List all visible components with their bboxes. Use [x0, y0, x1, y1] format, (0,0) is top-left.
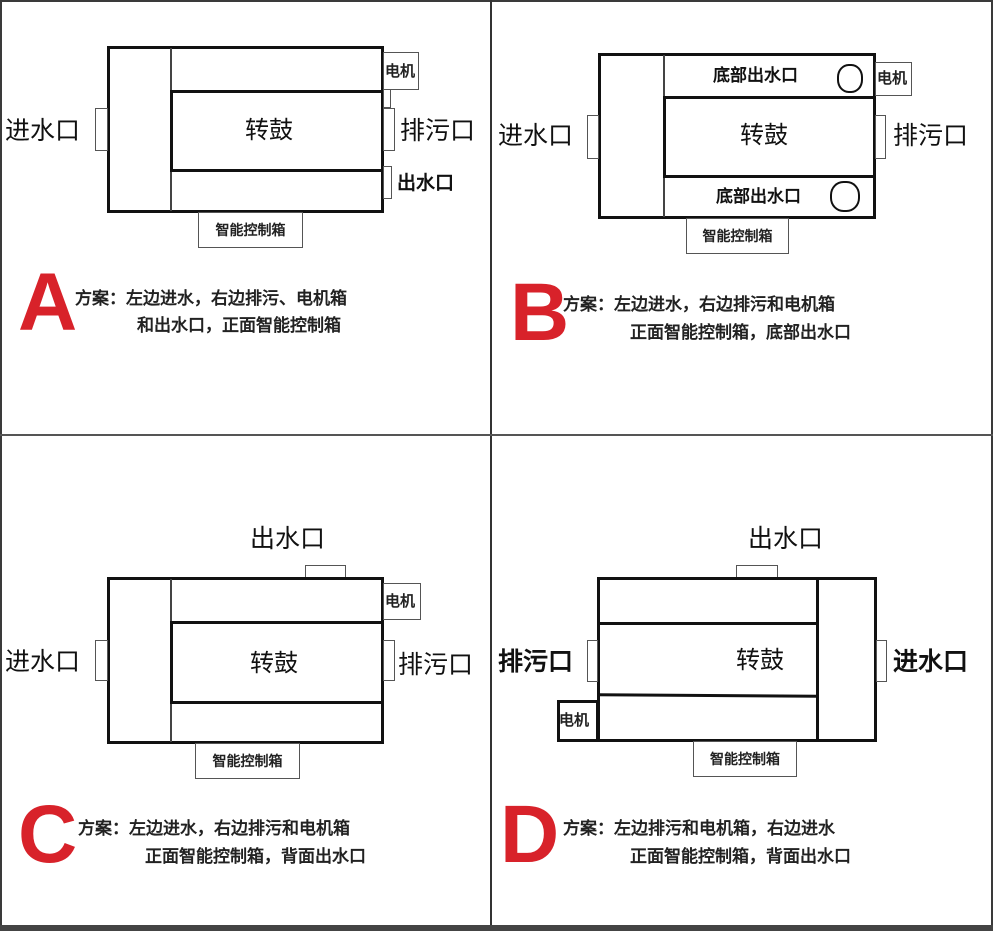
- prefix: 方案：: [75, 289, 126, 309]
- drain-label: 排污口: [400, 116, 476, 145]
- end-divider: [816, 577, 819, 742]
- horizontal-divider: [0, 434, 993, 436]
- drain-port: [875, 115, 886, 159]
- inlet-label: 进水口: [893, 647, 969, 676]
- drum-top-line: [597, 622, 818, 625]
- drain-label: 排污口: [498, 647, 574, 676]
- option-letter: B: [510, 267, 570, 358]
- bottom-outlet-label-top: 底部出水口: [713, 66, 798, 86]
- drain-port: [383, 108, 395, 151]
- outlet-label: 出水口: [397, 172, 455, 194]
- desc-text: 左边排污和电机箱，右边进水: [614, 819, 835, 839]
- drum-label: 转鼓: [245, 116, 293, 144]
- inlet-label: 进水口: [5, 116, 81, 145]
- inlet-label: 进水口: [5, 647, 81, 676]
- description-line-1: 方案：左边进水，右边排污和电机箱: [563, 297, 835, 314]
- inlet-port: [876, 640, 887, 682]
- motor-box: [383, 583, 421, 620]
- description-line-2: 和出水口，正面智能控制箱: [137, 316, 341, 336]
- drum-box: [663, 96, 876, 178]
- machine-body: [597, 577, 877, 742]
- vertical-divider: [490, 0, 492, 931]
- control-box: 智能控制箱: [693, 741, 797, 777]
- desc-text: 左边进水，右边排污和电机箱: [129, 819, 350, 839]
- prefix: 方案：: [563, 819, 614, 839]
- drum-box: [170, 621, 384, 704]
- motor-box: [383, 52, 419, 90]
- drum-label: 转鼓: [736, 646, 784, 674]
- drum-box: [170, 90, 384, 172]
- motor-label: 电机: [385, 62, 416, 80]
- outlet-port: [383, 166, 392, 199]
- option-letter: D: [500, 789, 560, 880]
- desc-text: 左边进水，右边排污、电机箱: [126, 289, 347, 309]
- description-line-2: 正面智能控制箱，背面出水口: [630, 847, 851, 867]
- motor-label: 电机: [559, 711, 590, 729]
- control-box: 智能控制箱: [686, 218, 789, 254]
- description-line-2: 正面智能控制箱，底部出水口: [630, 323, 851, 343]
- prefix: 方案：: [78, 819, 129, 839]
- bottom-outlet-label-bottom: 底部出水口: [716, 187, 801, 207]
- description-line-1: 方案：左边进水，右边排污、电机箱: [75, 291, 347, 308]
- inlet-port: [95, 108, 108, 151]
- option-letter: C: [18, 789, 78, 880]
- drum-label: 转鼓: [740, 121, 788, 149]
- motor-box: [875, 62, 912, 96]
- motor-label: 电机: [385, 592, 416, 610]
- inlet-port: [587, 115, 599, 159]
- outlet-circle-top: [837, 64, 863, 93]
- description-line-1: 方案：左边排污和电机箱，右边进水: [563, 821, 835, 838]
- motor-label: 电机: [877, 69, 908, 87]
- motor-box: [557, 700, 599, 742]
- outlet-circle-bottom: [830, 181, 860, 212]
- prefix: 方案：: [563, 295, 614, 315]
- bottom-border: [0, 925, 993, 931]
- outlet-label: 出水口: [748, 524, 824, 553]
- drain-label: 排污口: [398, 650, 474, 679]
- drain-port: [587, 640, 598, 682]
- description-line-2: 正面智能控制箱，背面出水口: [145, 847, 366, 867]
- inlet-label: 进水口: [498, 121, 574, 150]
- control-box: 智能控制箱: [195, 743, 300, 779]
- desc-text: 左边进水，右边排污和电机箱: [614, 295, 835, 315]
- control-box: 智能控制箱: [198, 212, 303, 248]
- drain-port: [383, 640, 395, 681]
- outlet-label: 出水口: [250, 524, 326, 553]
- motor-connector: [383, 89, 391, 108]
- description-line-1: 方案：左边进水，右边排污和电机箱: [78, 821, 350, 838]
- option-letter: A: [18, 257, 78, 348]
- drain-label: 排污口: [893, 121, 969, 150]
- inlet-port: [95, 640, 108, 681]
- drum-label: 转鼓: [250, 649, 298, 677]
